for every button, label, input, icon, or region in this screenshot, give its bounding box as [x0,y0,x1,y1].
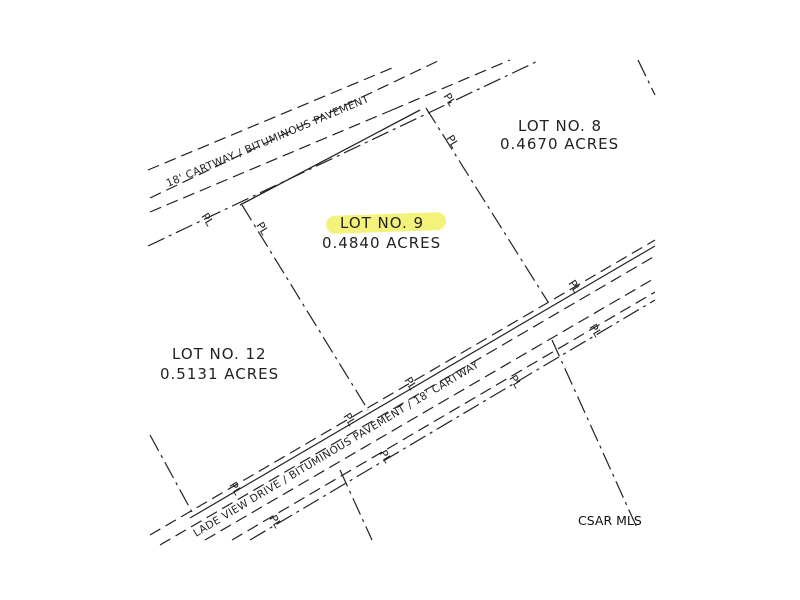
pl-marker: PL [586,322,604,340]
lot-9-front-line [239,109,421,206]
south-road-edge-1 [149,239,656,536]
north-road-centerline [147,59,541,247]
lot-9-area: 0.4840 ACRES [322,234,441,252]
lot-line-far-east [637,59,656,96]
pl-marker: PL [340,411,358,429]
south-road-solid-edge [189,245,656,519]
pl-marker: PL [443,133,461,151]
pl-marker: PL [565,278,583,296]
south-road-edge-3 [204,277,656,541]
south-road-edge-4 [231,291,656,541]
south-road-centerline [249,299,656,541]
pl-marker: PL [266,513,284,531]
lot-9-highlight [326,212,446,234]
north-road-edge-4 [391,59,511,111]
south-road-label: LADE VIEW DRIVE / BITUMINOUS PAVEMENT / … [191,359,481,540]
mls-watermark: CSAR MLS [578,513,642,528]
lot-line-8-east [551,339,639,531]
lot-lines [149,59,656,541]
lot-line-9-12 [241,204,369,411]
lot-line-12-south [339,469,373,541]
lot-line-8-9 [425,107,549,303]
north-road-outer-edge [147,67,393,171]
lot-line-12-west [149,434,193,513]
pl-marker: PL [253,220,271,238]
north-road-label: 18' CARTWAY / BITUMINOUS PAVEMENT [164,93,371,190]
lot-12-area: 0.5131 ACRES [160,365,279,383]
pl-marker: PL [198,211,216,229]
lot-12-name: LOT NO. 12 [172,345,267,363]
pl-marker: PL [376,448,394,466]
south-road-edge-2 [159,255,656,546]
pl-marker: PL [401,375,419,393]
lot-9-name: LOT NO. 9 [340,214,424,232]
lot-8-area: 0.4670 ACRES [500,135,619,153]
pl-marker: PL [506,373,524,391]
south-road [149,239,656,546]
north-road-edge-3 [149,109,393,213]
north-road [147,59,541,247]
lot-8-name: LOT NO. 8 [518,117,602,135]
